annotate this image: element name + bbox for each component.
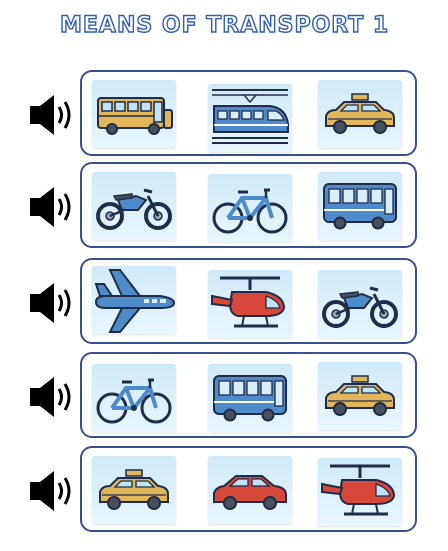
exercise-row-5 bbox=[0, 446, 448, 534]
speaker-icon[interactable] bbox=[28, 468, 76, 514]
exercise-row-3 bbox=[0, 258, 448, 346]
option-tile[interactable] bbox=[318, 270, 402, 338]
option-tile[interactable] bbox=[92, 80, 176, 148]
option-tile[interactable] bbox=[318, 80, 402, 148]
speaker-icon[interactable] bbox=[28, 184, 76, 230]
option-tile[interactable] bbox=[208, 456, 292, 524]
option-tile[interactable] bbox=[318, 172, 402, 240]
page-title: MEANS OF TRANSPORT 1 bbox=[59, 12, 390, 38]
option-tile[interactable] bbox=[92, 172, 176, 240]
option-tile[interactable] bbox=[208, 270, 292, 338]
option-tile[interactable] bbox=[318, 362, 402, 430]
exercise-row-4 bbox=[0, 352, 448, 440]
speaker-icon[interactable] bbox=[28, 374, 76, 420]
option-tile[interactable] bbox=[318, 458, 402, 526]
exercise-row-1 bbox=[0, 70, 448, 158]
speaker-icon[interactable] bbox=[28, 92, 76, 138]
option-tile[interactable] bbox=[208, 364, 292, 432]
option-tile[interactable] bbox=[92, 364, 176, 432]
speaker-icon[interactable] bbox=[28, 280, 76, 326]
option-tile[interactable] bbox=[208, 174, 292, 242]
option-tile[interactable] bbox=[92, 456, 176, 524]
option-tile[interactable] bbox=[208, 84, 292, 152]
exercise-row-2 bbox=[0, 162, 448, 250]
option-tile[interactable] bbox=[92, 266, 176, 334]
